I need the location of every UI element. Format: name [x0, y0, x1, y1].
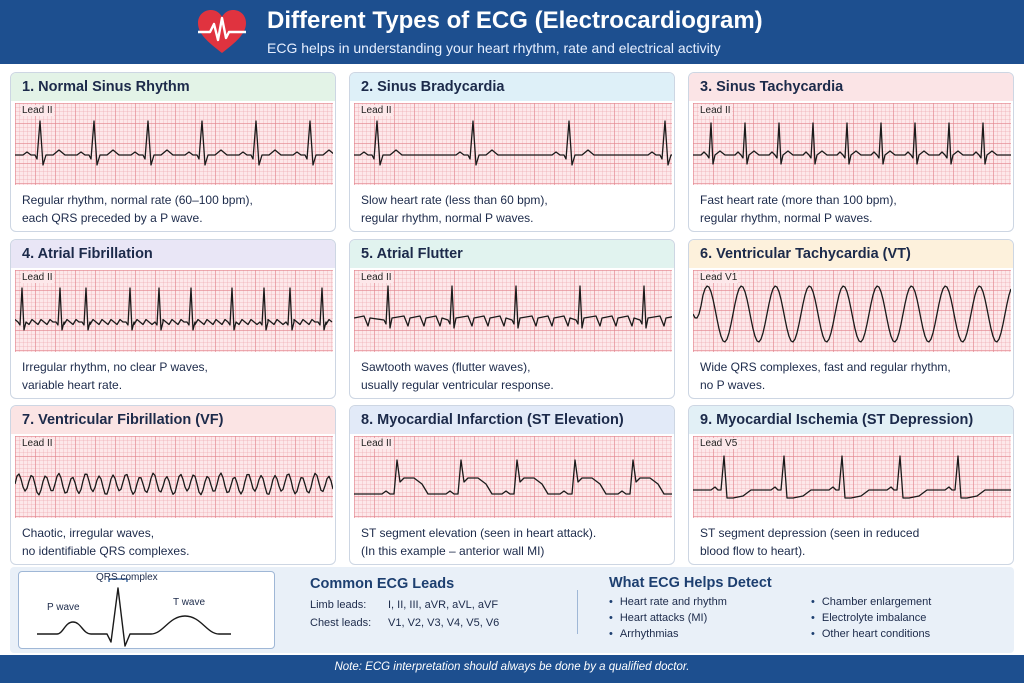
- card-description: Sawtooth waves (flutter waves),usually r…: [361, 360, 554, 392]
- ecg-strip: Lead II: [693, 103, 1011, 185]
- card-header: [11, 240, 335, 268]
- ecg-strip: Lead II: [15, 270, 333, 352]
- p-wave-label: P wave: [47, 602, 80, 613]
- ecg-trace: [15, 120, 333, 166]
- card-title: 1. Normal Sinus Rhythm: [22, 79, 190, 95]
- card-header: [350, 240, 674, 268]
- card-description: Chaotic, irregular waves,no identifiable…: [22, 526, 190, 558]
- ecg-card-st-depression: 9. Myocardial Ischemia (ST Depression) L…: [688, 405, 1014, 565]
- ecg-card-sinus-tachycardia: 3. Sinus Tachycardia Lead II Fast heart …: [688, 72, 1014, 232]
- card-title: 5. Atrial Flutter: [361, 246, 463, 262]
- disclaimer-note: Note: ECG interpretation should always b…: [334, 661, 690, 673]
- lead-label: Lead II: [699, 105, 732, 116]
- lead-label: Lead V1: [699, 272, 739, 283]
- panel-divider: [577, 590, 578, 634]
- ecg-card-st-elevation: 8. Myocardial Infarction (ST Elevation) …: [349, 405, 675, 565]
- lead-label: Lead II: [360, 272, 393, 283]
- card-header: [11, 73, 335, 101]
- card-description: ST segment elevation (seen in heart atta…: [361, 526, 597, 558]
- ecg-card-atrial-flutter: 5. Atrial Flutter Lead II Sawtooth waves…: [349, 239, 675, 399]
- card-header: [350, 73, 674, 101]
- chest-leads-label: Chest leads:: [310, 617, 372, 629]
- page-subtitle: ECG helps in understanding your heart rh…: [267, 40, 721, 56]
- card-title: 9. Myocardial Ischemia (ST Depression): [700, 412, 974, 428]
- ecg-trace: [693, 122, 1011, 165]
- card-header: [689, 240, 1013, 268]
- ecg-trace: [354, 459, 672, 495]
- detect-item: Heart attacks (MI): [609, 612, 707, 624]
- lead-label: Lead II: [360, 438, 393, 449]
- heart-ecg-icon: [198, 10, 246, 53]
- card-title: 6. Ventricular Tachycardia (VT): [700, 246, 911, 262]
- ecg-strip: Lead V1: [693, 270, 1011, 352]
- card-header: [11, 406, 335, 434]
- lead-label: Lead V5: [699, 438, 739, 449]
- card-description: Wide QRS complexes, fast and regular rhy…: [700, 360, 951, 392]
- card-description: Regular rhythm, normal rate (60–100 bpm)…: [22, 193, 253, 225]
- page-title: Different Types of ECG (Electrocardiogra…: [267, 7, 763, 34]
- ecg-trace: [693, 285, 1011, 343]
- limb-leads-label: Limb leads:: [310, 599, 367, 611]
- ecg-trace: [15, 472, 333, 496]
- ecg-trace: [354, 285, 672, 329]
- card-header: [689, 73, 1013, 101]
- qrs-complex-label: QRS complex: [96, 572, 158, 583]
- ecg-trace: [693, 455, 1011, 499]
- ecg-strip: Lead II: [354, 103, 672, 185]
- detect-item: Chamber enlargement: [811, 596, 931, 608]
- ecg-strip: Lead II: [15, 436, 333, 518]
- ecg-card-normal-sinus: 1. Normal Sinus Rhythm Lead II Regular r…: [10, 72, 336, 232]
- ecg-card-ventricular-fibrillation: 7. Ventricular Fibrillation (VF) Lead II…: [10, 405, 336, 565]
- detect-item: Arrhythmias: [609, 628, 679, 640]
- single-beat-trace: [37, 578, 231, 647]
- ecg-strip: Lead II: [354, 270, 672, 352]
- card-title: 2. Sinus Bradycardia: [361, 79, 505, 95]
- ecg-strip: Lead II: [354, 436, 672, 518]
- leads-title: Common ECG Leads: [310, 576, 455, 592]
- ecg-card-atrial-fibrillation: 4. Atrial Fibrillation Lead II Irregular…: [10, 239, 336, 399]
- lead-label: Lead II: [21, 105, 54, 116]
- card-header: [350, 406, 674, 434]
- t-wave-label: T wave: [173, 597, 206, 608]
- card-header: [689, 406, 1013, 434]
- ecg-strip: Lead V5: [693, 436, 1011, 518]
- ecg-card-sinus-bradycardia: 2. Sinus Bradycardia Lead II Slow heart …: [349, 72, 675, 232]
- lead-label: Lead II: [360, 105, 393, 116]
- header-banner: Different Types of ECG (Electrocardiogra…: [0, 0, 1024, 64]
- limb-leads-values: I, II, III, aVR, aVL, aVF: [388, 599, 499, 611]
- card-description: Slow heart rate (less than 60 bpm),regul…: [361, 193, 548, 225]
- lead-label: Lead II: [21, 438, 54, 449]
- card-title: 3. Sinus Tachycardia: [700, 79, 844, 95]
- ecg-waveform-diagram: QRS complex P wave T wave: [18, 571, 275, 649]
- card-description: Fast heart rate (more than 100 bpm),regu…: [700, 193, 897, 225]
- ecg-trace: [15, 287, 333, 331]
- ecg-trace: [354, 120, 672, 166]
- card-title: 7. Ventricular Fibrillation (VF): [22, 412, 224, 428]
- ecg-card-ventricular-tachycardia: 6. Ventricular Tachycardia (VT) Lead V1 …: [688, 239, 1014, 399]
- detect-item: Electrolyte imbalance: [811, 612, 927, 624]
- card-title: 8. Myocardial Infarction (ST Elevation): [361, 412, 624, 428]
- chest-leads-values: V1, V2, V3, V4, V5, V6: [388, 617, 500, 629]
- card-description: Irregular rhythm, no clear P waves,varia…: [22, 360, 208, 392]
- ecg-strip: Lead II: [15, 103, 333, 185]
- detect-item: Heart rate and rhythm: [609, 596, 727, 608]
- detect-item: Other heart conditions: [811, 628, 930, 640]
- detect-title: What ECG Helps Detect: [609, 575, 772, 591]
- lead-label: Lead II: [21, 272, 54, 283]
- card-title: 4. Atrial Fibrillation: [22, 246, 153, 262]
- footer-banner: Note: ECG interpretation should always b…: [0, 655, 1024, 683]
